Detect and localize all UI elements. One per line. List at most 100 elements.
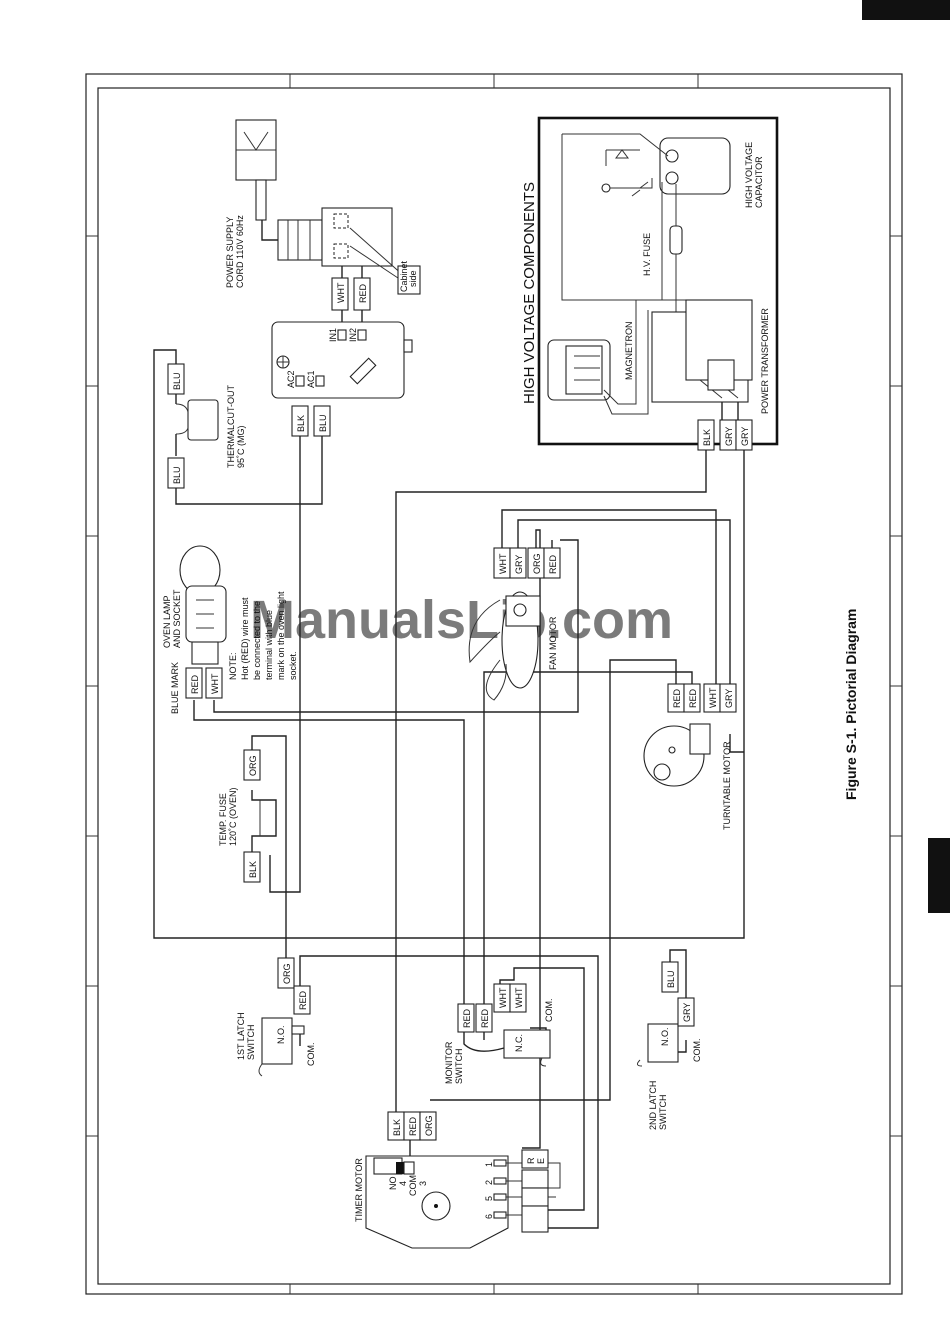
svg-text:COM.: COM. [692,1039,702,1063]
tag-fan-gry: GRY [509,547,527,579]
label-timer-no: NO [388,1177,398,1191]
svg-text:BLK: BLK [392,1119,402,1136]
label-ac1: AC1 [306,370,316,388]
svg-text:Cabinet: Cabinet [399,260,409,292]
label-timer-3: 3 [418,1181,428,1186]
svg-text:NOTE: Hot (RED) wire mus: NOTE: Hot (RED) wire must be connected t… [228,589,298,680]
power-cord-label: POWER SUPPLYCORD 110V 60Hz [225,215,245,288]
svg-text:IN2: IN2 [348,328,358,342]
label-blue-mark: BLUE MARK [170,662,180,714]
tag-trans-gry2: GRY [735,419,753,451]
fan-motor [468,591,541,701]
svg-text:AC1: AC1 [306,370,316,388]
label-in2: IN2 [348,328,358,342]
tag-mon-red2: RED [475,1003,493,1033]
tag-fan-red: RED [543,547,561,579]
tag-tm-side-org2 [521,1187,549,1207]
first-latch-switch [258,1017,305,1077]
svg-text:side: side [408,270,418,287]
tag-tm-side-gwg [521,1205,549,1233]
frame-ticks [86,74,902,1294]
svg-text:RED: RED [688,688,698,708]
power-supply-cord [235,119,405,330]
label-second-latch: 2ND LATCHSWITCH [648,1081,668,1130]
svg-text:N.O.: N.O. [276,1025,286,1044]
svg-text:ORG: ORG [532,553,542,574]
svg-text:AC2: AC2 [286,370,296,388]
label-l1-no: N.O. [276,1025,286,1044]
svg-text:RED: RED [462,1008,472,1028]
label-hv-capacitor: HIGH VOLTAGECAPACITOR [744,142,764,208]
svg-text:WHT: WHT [514,987,524,1008]
svg-text:TEMP. FUSE120˚C (OVEN): TEMP. FUSE120˚C (OVEN) [218,787,238,846]
label-timer-com: COM [408,1175,418,1196]
svg-text:GRY: GRY [724,427,734,446]
page-tab-side [928,838,950,913]
watermark: ManualsLib.com [250,590,673,650]
svg-text:GRY: GRY [724,689,734,708]
tag-tf-blk: BLK [243,851,261,883]
svg-text:RE: RE [526,1157,546,1164]
svg-text:ORG: ORG [424,1115,434,1136]
svg-text:6: 6 [484,1214,494,1219]
page-tab-top [862,0,950,20]
svg-text:WHT: WHT [210,673,220,694]
svg-text:2: 2 [484,1180,494,1185]
svg-text:4: 4 [398,1181,408,1186]
svg-text:RED: RED [298,990,308,1010]
tag-tt-wht: WHT [703,683,721,713]
oven-lamp-socket [179,545,227,665]
svg-text:WHT: WHT [498,987,508,1008]
temp-fuse [251,790,277,852]
svg-text:Figure S-1. Pictorial Diagram: Figure S-1. Pictorial Diagram [843,609,859,800]
svg-text:WHT: WHT [498,553,508,574]
svg-text:MAGNETRON: MAGNETRON [624,322,634,381]
svg-text:TURNTABLE MOTOR: TURNTABLE MOTOR [722,741,732,830]
label-hv-fuse: H.V. FUSE [642,233,652,276]
tag-l1-org: ORG [277,957,295,989]
svg-text:IN1: IN1 [328,328,338,342]
high-voltage-box [537,116,779,446]
tag-tt-red1: RED [667,683,685,713]
wiring [153,349,745,1229]
turntable-motor [643,723,711,787]
noise-filter-board [271,321,413,399]
tag-trans-gry1: GRY [719,419,737,451]
tag-fan-org: ORG [527,547,545,579]
svg-text:RED: RED [672,688,682,708]
svg-text:1ST LATCHSWITCH: 1ST LATCHSWITCH [236,1012,256,1060]
svg-text:POWER TRANSFORMER: POWER TRANSFORMER [760,308,770,414]
cabinet-side-label: Cabinet side [397,260,421,295]
tag-tt-red2: RED [683,683,701,713]
tag-l1-red: RED [293,985,311,1015]
label-thermal-cutout: THERMALCUT-OUT95˚C (MG) [226,384,246,468]
tag-lamp-red: RED [185,667,203,699]
svg-text:GRY: GRY [682,1003,692,1022]
tag-tf-org: ORG [243,749,261,781]
label-timer-1: 1 [484,1162,494,1167]
label-timer-6: 6 [484,1214,494,1219]
tag-tm-side-red: RE [521,1149,549,1169]
svg-text:FAN MOTOR: FAN MOTOR [548,616,558,670]
label-in1: IN1 [328,328,338,342]
second-latch-switch [636,1023,687,1067]
svg-text:OVEN LAMPAND SOCKET: OVEN LAMPAND SOCKET [162,589,182,648]
svg-text:THERMALCUT-OUT95˚C (MG): THERMALCUT-OUT95˚C (MG) [226,384,246,468]
tag-lamp-wht: WHT [205,667,223,699]
tag-l2-blu: BLU [661,961,679,993]
svg-text:BLK: BLK [702,429,712,446]
svg-text:H.V. FUSE: H.V. FUSE [642,233,652,276]
svg-text:RED: RED [548,554,558,574]
tag-fan-wht: WHT [493,547,511,579]
label-temp-fuse: TEMP. FUSE120˚C (OVEN) [218,787,238,846]
label-high-voltage-components: HIGH VOLTAGE COMPONENTS [521,182,538,404]
svg-text:ORG: ORG [248,755,258,776]
svg-text:COM: COM [408,1175,418,1196]
svg-text:N.O.: N.O. [660,1027,670,1046]
tag-tm-red: RED [403,1111,421,1141]
svg-text:RED: RED [480,1008,490,1028]
svg-text:1: 1 [484,1162,494,1167]
label-timer-motor: TIMER MOTOR [354,1158,364,1222]
tag-tco-blu-top: BLU [167,363,185,395]
